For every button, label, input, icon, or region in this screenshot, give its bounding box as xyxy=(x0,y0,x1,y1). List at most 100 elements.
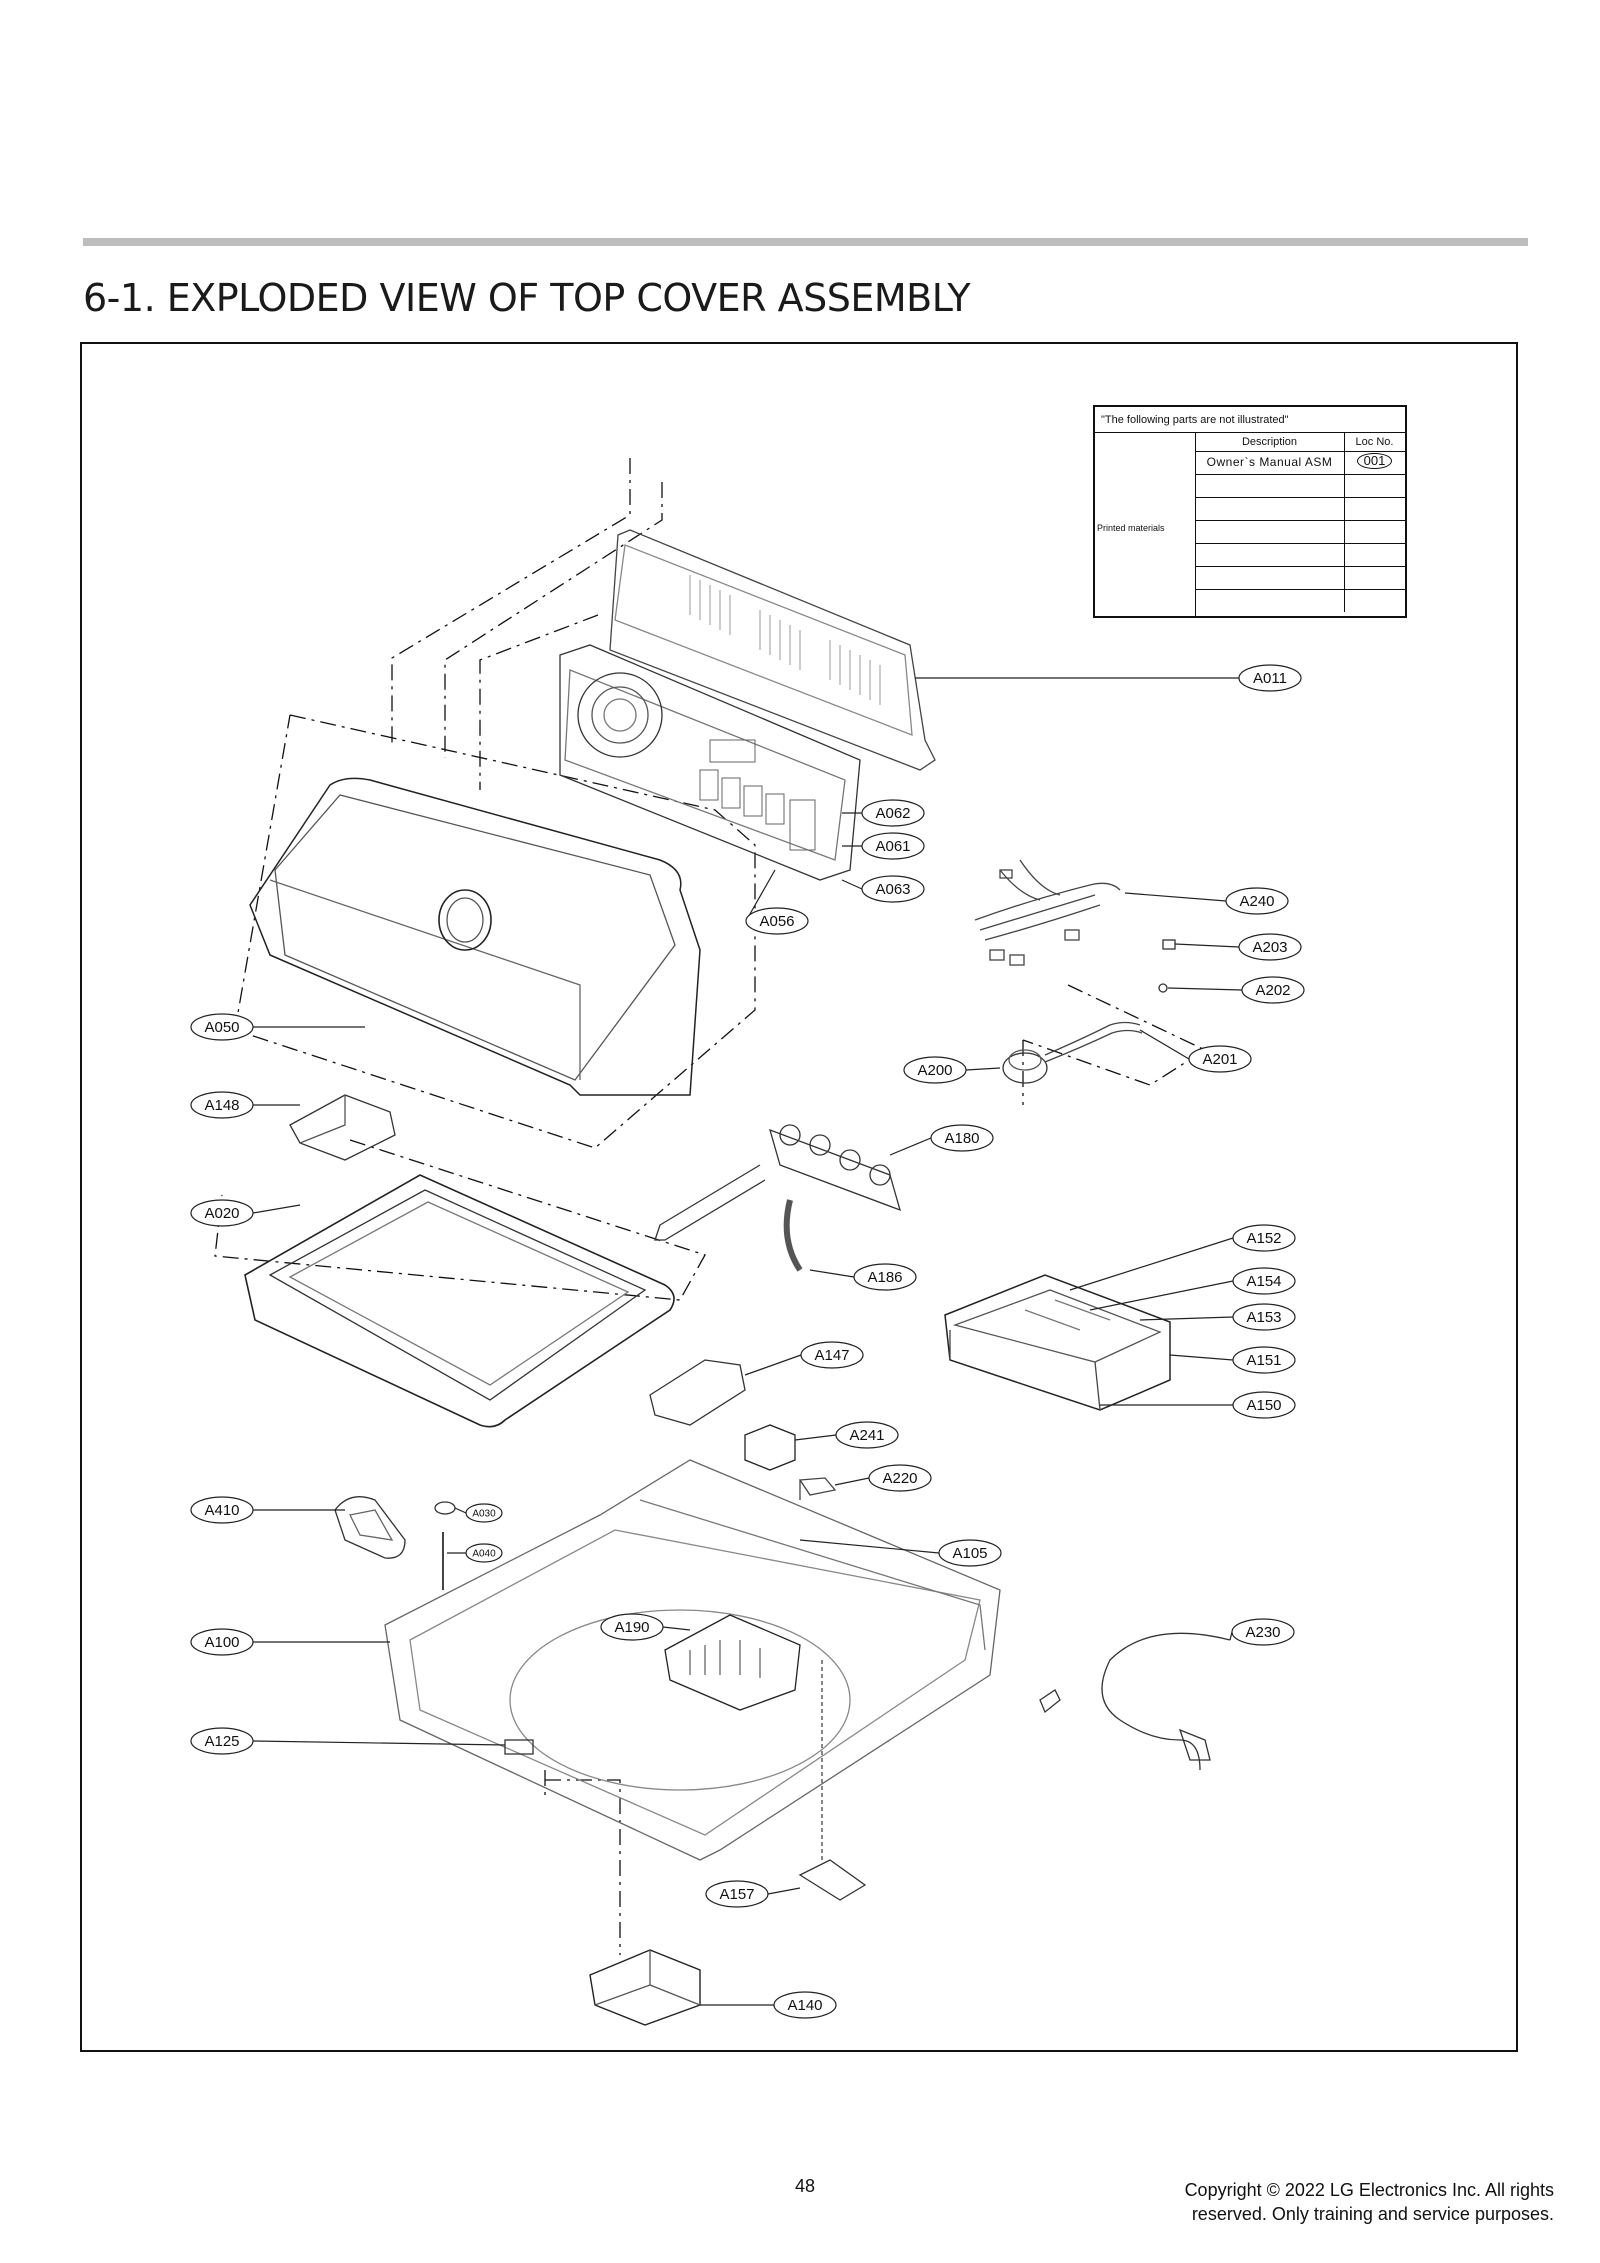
label-text: A147 xyxy=(814,1347,849,1364)
label-text: A050 xyxy=(204,1019,239,1036)
small-bracket-part xyxy=(798,1477,837,1500)
label-oval xyxy=(600,1613,664,1641)
leader-line xyxy=(1169,1354,1234,1361)
label-oval xyxy=(465,1503,503,1523)
loc-oval: 001 xyxy=(1356,453,1393,469)
leader-line xyxy=(841,879,863,890)
label-text: A410 xyxy=(204,1502,239,1519)
label-oval xyxy=(190,1013,254,1041)
label-text: A157 xyxy=(719,1886,754,1903)
part-label-a180: A180 xyxy=(889,1124,994,1156)
leader-line xyxy=(1139,1029,1190,1060)
top-cover-base-part xyxy=(384,1459,1001,1861)
label-text: A063 xyxy=(875,881,910,898)
leader-line xyxy=(1167,987,1243,991)
label-text: A062 xyxy=(875,805,910,822)
label-text: A153 xyxy=(1246,1309,1281,1326)
copyright-line-2: reserved. Only training and service purp… xyxy=(1191,2204,1554,2224)
label-text: A240 xyxy=(1239,893,1274,910)
note-grid: Description Loc No. Owner`s Manual ASM 0… xyxy=(1195,433,1405,616)
copyright-notice: Copyright © 2022 LG Electronics Inc. All… xyxy=(1034,2178,1554,2226)
label-text: A186 xyxy=(867,1269,902,1286)
label-text: A202 xyxy=(1255,982,1290,999)
label-text: A148 xyxy=(204,1097,239,1114)
leader-line xyxy=(252,1204,301,1214)
part-label-a186: A186 xyxy=(809,1263,917,1291)
part-label-a063: A063 xyxy=(841,875,925,903)
power-cord-part xyxy=(1039,1632,1231,1771)
lint-filter-part xyxy=(664,1614,801,1711)
page-number: 48 xyxy=(795,2176,816,2196)
label-oval xyxy=(868,1464,932,1492)
label-oval xyxy=(190,1496,254,1524)
part-label-a061: A061 xyxy=(842,832,925,860)
leader-line xyxy=(744,1354,802,1376)
part-label-a100: A100 xyxy=(190,1628,390,1656)
label-text: A030 xyxy=(472,1509,496,1520)
label-oval xyxy=(1241,976,1305,1004)
part-label-a105: A105 xyxy=(799,1539,1002,1567)
table-row xyxy=(1195,497,1405,521)
label-text: A100 xyxy=(204,1634,239,1651)
part-label-a020: A020 xyxy=(190,1199,301,1227)
leader-line xyxy=(1124,892,1227,902)
leader-line xyxy=(965,1067,1001,1071)
part-label-a011: A011 xyxy=(915,664,1302,692)
table-row xyxy=(1195,520,1405,544)
leader-line xyxy=(1089,1280,1234,1311)
part-labels: A011A062A061A063A056A240A203A202A201A200… xyxy=(190,664,1305,2019)
label-text: A151 xyxy=(1246,1352,1281,1369)
part-label-a220: A220 xyxy=(834,1464,932,1492)
label-text: A241 xyxy=(849,1427,884,1444)
label-oval xyxy=(190,1091,254,1119)
label-oval xyxy=(1232,1346,1296,1374)
label-oval xyxy=(861,799,925,827)
part-label-a140: A140 xyxy=(700,1991,837,2019)
label-oval xyxy=(1232,1267,1296,1295)
part-label-a062: A062 xyxy=(842,799,925,827)
label-oval xyxy=(853,1263,917,1291)
top-rule xyxy=(83,238,1528,246)
table-row xyxy=(1195,474,1405,498)
label-oval xyxy=(1232,1224,1296,1252)
latch-part xyxy=(504,1739,534,1755)
table-header-row: Description Loc No. xyxy=(1195,433,1405,452)
leader-line xyxy=(662,1626,691,1631)
label-text: A230 xyxy=(1245,1624,1280,1641)
table-row xyxy=(1195,543,1405,567)
label-text: A125 xyxy=(204,1733,239,1750)
lid-part xyxy=(244,1174,675,1428)
leader-line xyxy=(252,1740,506,1746)
label-text: A201 xyxy=(1202,1051,1237,1068)
part-label-a241: A241 xyxy=(794,1421,899,1449)
label-oval xyxy=(800,1341,864,1369)
group-label: Printed materials xyxy=(1097,523,1165,533)
label-oval xyxy=(938,1539,1002,1567)
leader-line xyxy=(767,1887,801,1895)
water-valve-part xyxy=(654,1124,901,1272)
group-cell: Printed materials xyxy=(1095,433,1196,616)
part-label-a125: A125 xyxy=(190,1727,506,1755)
part-label-a151: A151 xyxy=(1169,1346,1296,1374)
label-text: A140 xyxy=(787,1997,822,2014)
wire-harness-part xyxy=(974,859,1121,966)
control-pcb-assembly xyxy=(559,644,861,881)
part-label-a150: A150 xyxy=(1100,1391,1296,1419)
part-label-a410: A410 xyxy=(190,1496,345,1524)
part-label-a050: A050 xyxy=(190,1013,365,1041)
part-label-a056: A056 xyxy=(745,869,809,935)
lid-hinge-bracket-part xyxy=(649,1359,746,1426)
part-label-a157: A157 xyxy=(705,1880,801,1908)
leader-line xyxy=(745,869,776,922)
leader-line xyxy=(1174,943,1240,948)
rear-panel-part xyxy=(609,529,936,771)
part-label-a148: A148 xyxy=(190,1091,300,1119)
part-label-a240: A240 xyxy=(1124,887,1289,915)
leader-line xyxy=(799,1539,940,1554)
switch-part xyxy=(744,1424,796,1471)
label-text: A190 xyxy=(614,1619,649,1636)
part-label-a147: A147 xyxy=(744,1341,864,1376)
label-oval xyxy=(1188,1045,1252,1073)
label-text: A040 xyxy=(472,1549,496,1560)
leader-line xyxy=(1069,1237,1234,1291)
